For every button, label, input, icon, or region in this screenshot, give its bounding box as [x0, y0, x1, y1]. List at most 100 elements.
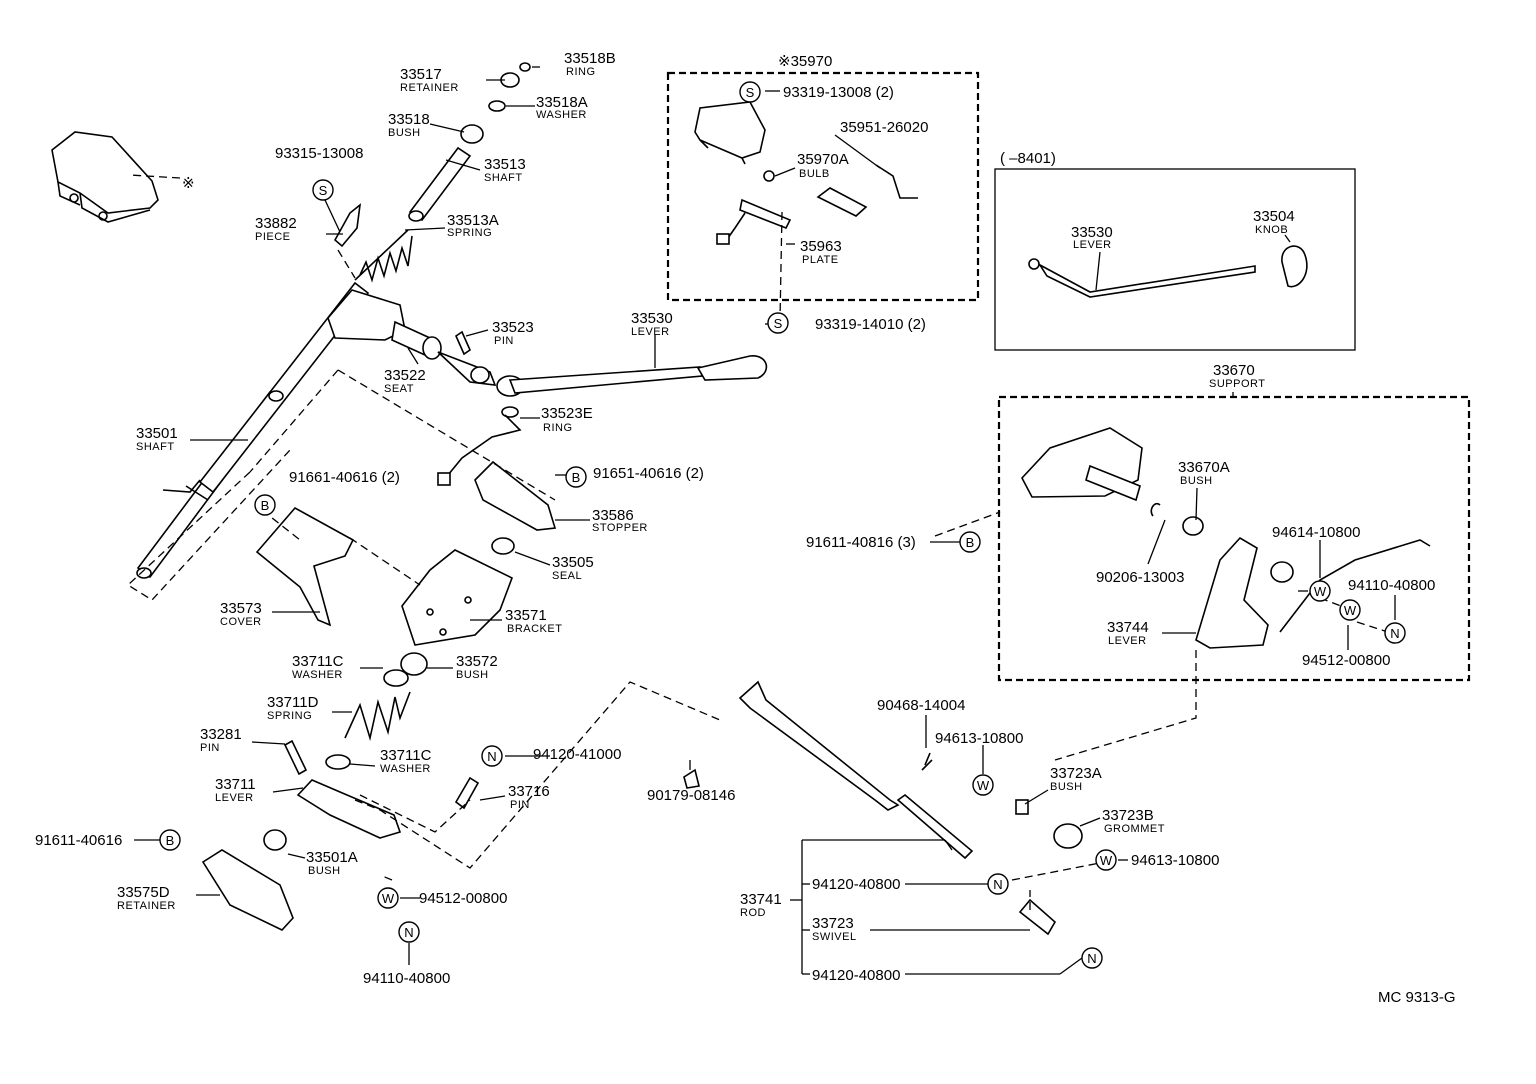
svg-text:WASHER: WASHER	[380, 763, 431, 775]
svg-text:33723A: 33723A	[1050, 765, 1102, 782]
label-90468: 90468-14004	[877, 697, 965, 714]
group-box-33670	[997, 395, 1471, 682]
svg-text:33572: 33572	[456, 653, 498, 670]
spring-33513A-drawing	[354, 229, 413, 283]
group-box-8401	[994, 168, 1356, 351]
label-94110-a: 94110-40800	[363, 970, 450, 987]
svg-text:33530: 33530	[1071, 224, 1113, 241]
svg-text:N: N	[487, 749, 496, 764]
svg-text:SHAFT: SHAFT	[484, 172, 523, 184]
label-90179: 90179-08146	[647, 787, 735, 804]
svg-text:STOPPER: STOPPER	[592, 522, 648, 534]
svg-text:N: N	[404, 925, 413, 940]
ring-33518B-drawing	[519, 62, 531, 72]
svg-text:RETAINER: RETAINER	[117, 900, 176, 912]
label-91611-40816: 91611-40816 (3)	[806, 534, 916, 551]
label-91661: 91661-40616 (2)	[289, 469, 400, 486]
svg-text:SPRING: SPRING	[447, 227, 492, 239]
asterisk-mark: ※	[182, 175, 195, 192]
svg-text:COVER: COVER	[220, 616, 262, 628]
svg-text:91611-40616: 91611-40616	[35, 832, 122, 849]
svg-text:SHAFT: SHAFT	[136, 441, 175, 453]
svg-text:33711D: 33711D	[267, 694, 319, 711]
svg-text:PIECE: PIECE	[255, 231, 291, 243]
svg-text:LEVER: LEVER	[631, 326, 670, 338]
svg-text:33670A: 33670A	[1178, 459, 1230, 476]
symbol-B-91611-40616: B	[159, 829, 181, 851]
nut-90179-drawing	[683, 768, 700, 789]
svg-text:90179-08146: 90179-08146	[647, 787, 735, 804]
ring-33523E-drawing	[437, 406, 522, 486]
group-box-35970	[666, 71, 980, 302]
seal-33505-drawing	[491, 537, 515, 555]
svg-text:B: B	[261, 498, 270, 513]
label-94512-a: 94512-00800	[419, 890, 507, 907]
svg-text:33586: 33586	[592, 507, 634, 524]
label-94120-40800b: 94120-40800	[812, 967, 900, 984]
group-label-35970: ※35970	[778, 53, 832, 70]
pin-33281-drawing	[283, 739, 308, 776]
piece-33882-drawing	[333, 203, 362, 248]
leader-lines	[134, 66, 1396, 975]
svg-text:94110-40800: 94110-40800	[363, 970, 450, 987]
bush-33670A-drawing	[1182, 516, 1204, 536]
label-93319-14010: 93319-14010 (2)	[815, 316, 926, 333]
svg-text:33523: 33523	[492, 319, 534, 336]
bush-33501A-drawing	[263, 829, 287, 851]
svg-text:94613-10800: 94613-10800	[935, 730, 1023, 747]
svg-text:W: W	[1344, 603, 1357, 618]
svg-text:B: B	[166, 833, 175, 848]
svg-text:S: S	[319, 183, 328, 198]
svg-text:SPRING: SPRING	[267, 710, 312, 722]
svg-text:ROD: ROD	[740, 907, 766, 919]
svg-text:35951-26020: 35951-26020	[840, 119, 928, 136]
stopper-33586-drawing	[474, 460, 557, 531]
label-94110-b: 94110-40800	[1348, 577, 1435, 594]
svg-text:33744: 33744	[1107, 619, 1149, 636]
svg-text:33575D: 33575D	[117, 884, 170, 901]
symbol-N-94120-40800b: N	[1081, 947, 1103, 969]
symbol-W-94613-b: W	[1095, 849, 1117, 871]
symbol-B-91661: B	[254, 494, 276, 516]
svg-text:PIN: PIN	[510, 799, 530, 811]
svg-text:33513: 33513	[484, 156, 526, 173]
dashed-guides	[126, 174, 1389, 910]
svg-text:33518B: 33518B	[564, 50, 616, 67]
svg-text:LEVER: LEVER	[215, 792, 254, 804]
svg-text:94613-10800: 94613-10800	[1131, 852, 1219, 869]
svg-text:33573: 33573	[220, 600, 262, 617]
bracket-35951-part-drawing	[816, 187, 868, 217]
console-cover-drawing	[51, 131, 159, 223]
svg-text:N: N	[1390, 626, 1399, 641]
symbol-W-94614: W	[1309, 580, 1331, 602]
svg-text:33513A: 33513A	[447, 212, 499, 229]
lamp-housing-drawing	[694, 101, 766, 165]
svg-text:W: W	[977, 778, 990, 793]
symbol-S-93315: S	[312, 179, 334, 201]
label-91651: 91651-40616 (2)	[593, 465, 704, 482]
svg-text:GROMMET: GROMMET	[1104, 823, 1165, 835]
svg-text:BUSH: BUSH	[308, 865, 341, 877]
svg-text:BUSH: BUSH	[1050, 781, 1083, 793]
svg-text:94120-40800: 94120-40800	[812, 876, 900, 893]
washer-33711C-b-drawing	[325, 754, 351, 770]
svg-text:BRACKET: BRACKET	[507, 623, 562, 635]
svg-text:BULB: BULB	[799, 168, 830, 180]
grommet-33723B-drawing	[1053, 823, 1083, 849]
symbol-W-94512-b: W	[1339, 599, 1361, 621]
retainer-33575D-drawing	[201, 849, 294, 931]
svg-text:33711C: 33711C	[380, 747, 432, 764]
